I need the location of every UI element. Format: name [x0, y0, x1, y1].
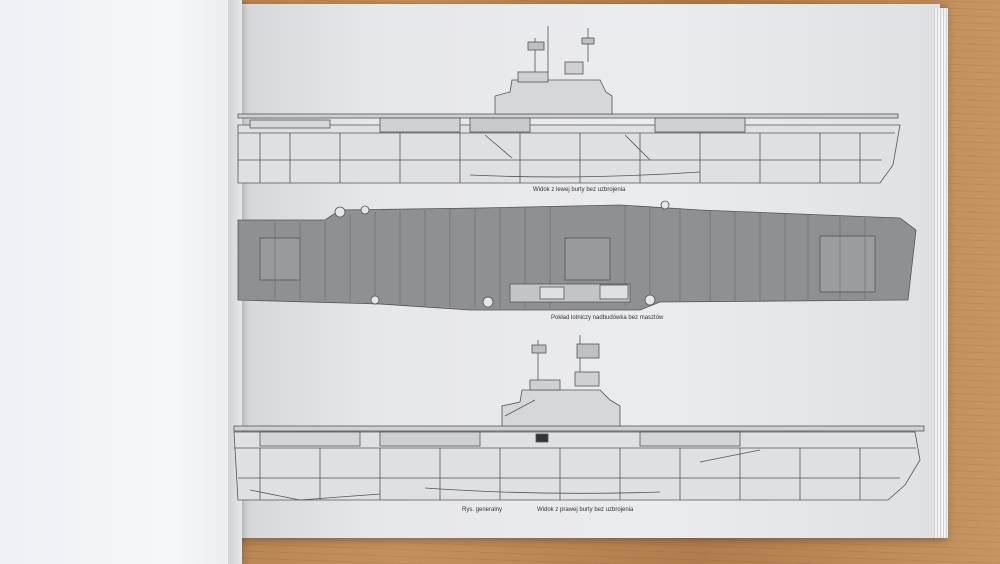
- page-stack-edge: [934, 8, 948, 538]
- caption-general: Rys. generalny: [462, 507, 503, 513]
- caption-right-side-view: Widok z prawej burty bez uzbrojenia: [537, 507, 634, 513]
- ship-flight-deck-plan: [237, 200, 917, 311]
- caption-flight-deck: Pokład lotniczy nadbudówka bez masztów: [551, 315, 664, 321]
- ship-left-side-view: [237, 26, 901, 184]
- ship-right-side-view: [233, 335, 925, 501]
- caption-left-side-view: Widok z lewej burty bez uzbrojenia: [533, 187, 626, 193]
- book-left-page: [0, 0, 242, 564]
